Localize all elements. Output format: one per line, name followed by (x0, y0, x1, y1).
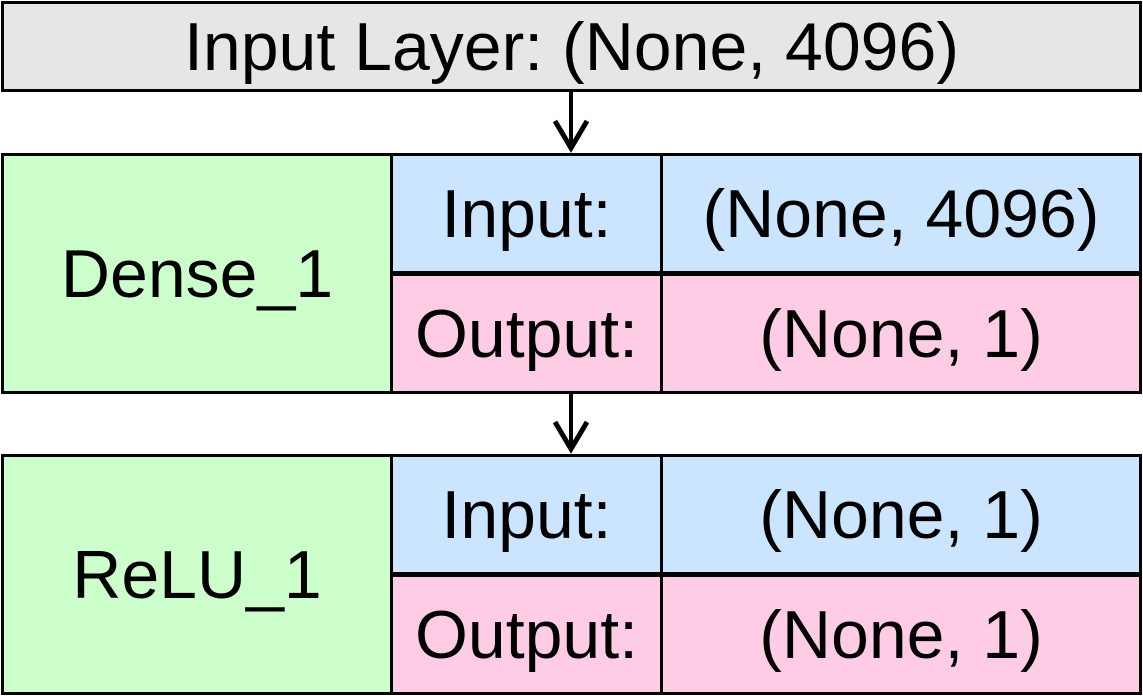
input-layer-node: Input Layer: (None, 4096) (1, 1, 1142, 92)
relu-1-name-cell: ReLU_1 (1, 454, 393, 695)
relu-1-output-value-cell: (None, 1) (660, 574, 1142, 695)
dense-1-input-value: (None, 4096) (702, 175, 1100, 252)
relu-1-input-label-cell: Input: (390, 454, 663, 575)
arrow-dense-1-to-relu-1 (552, 394, 590, 454)
dense-1-input-label: Input: (441, 175, 612, 252)
dense-1-output-label-cell: Output: (390, 273, 663, 394)
relu-1-input-label: Input: (441, 476, 612, 553)
dense-1-name: Dense_1 (60, 235, 334, 312)
dense-1-input-value-cell: (None, 4096) (660, 153, 1142, 274)
relu-1-input-value: (None, 1) (759, 476, 1043, 553)
arrow-input-to-dense-1 (552, 92, 590, 153)
dense-1-output-value-cell: (None, 1) (660, 273, 1142, 394)
dense-1-output-label: Output: (414, 295, 639, 372)
relu-1-output-value: (None, 1) (759, 596, 1043, 673)
dense-1-input-label-cell: Input: (390, 153, 663, 274)
dense-1-output-value: (None, 1) (759, 295, 1043, 372)
relu-1-output-label-cell: Output: (390, 574, 663, 695)
relu-1-name: ReLU_1 (72, 536, 322, 613)
relu-1-output-label: Output: (414, 596, 639, 673)
dense-1-name-cell: Dense_1 (1, 153, 393, 394)
relu-1-input-value-cell: (None, 1) (660, 454, 1142, 575)
input-layer-label: Input Layer: (None, 4096) (184, 8, 959, 85)
